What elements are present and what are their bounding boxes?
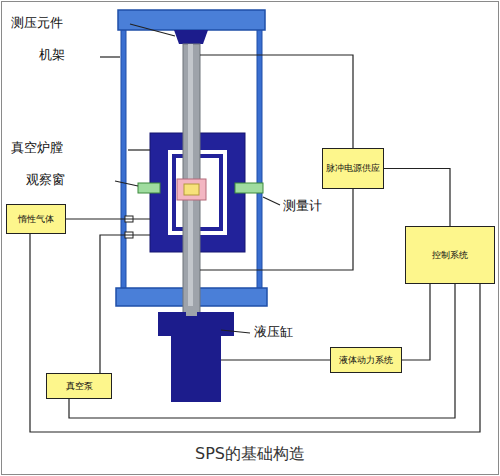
leader-line bbox=[130, 24, 175, 36]
component-box: 脉冲电源供应 bbox=[322, 148, 384, 189]
leader-line bbox=[100, 56, 120, 57]
observation-window bbox=[138, 183, 160, 193]
leader-line bbox=[263, 197, 280, 205]
component-box: 液体动力系统 bbox=[330, 347, 402, 373]
part-label: 真空炉膛 bbox=[10, 141, 64, 156]
sample bbox=[184, 184, 199, 195]
signal-line bbox=[384, 169, 450, 227]
leader-line bbox=[115, 181, 138, 186]
hydraulic-cylinder bbox=[171, 336, 221, 402]
pressure-element bbox=[174, 30, 208, 44]
part-label: 机架 bbox=[38, 48, 66, 63]
component-box: 真空泵 bbox=[46, 373, 112, 399]
signal-line bbox=[402, 284, 430, 360]
observation-window bbox=[235, 183, 263, 193]
box-label: 脉冲电源供应 bbox=[326, 163, 380, 174]
component-box: 控制系统 bbox=[405, 226, 495, 284]
power-wire bbox=[200, 189, 353, 270]
leader-line bbox=[128, 149, 150, 150]
box-label: 控制系统 bbox=[432, 250, 468, 261]
box-label: 惰性气体 bbox=[18, 214, 54, 225]
signal-line bbox=[69, 284, 455, 418]
gas-pipe bbox=[66, 218, 150, 219]
frame-column bbox=[121, 28, 126, 290]
power-wire bbox=[200, 55, 353, 148]
leader-line bbox=[221, 330, 250, 333]
hydraulic-line bbox=[221, 359, 330, 360]
frame-column bbox=[257, 28, 262, 290]
rod-end bbox=[186, 306, 197, 316]
component-box: 惰性气体 bbox=[6, 204, 66, 234]
vacuum-pipe bbox=[100, 235, 150, 373]
part-label: 测压元件 bbox=[10, 16, 64, 31]
part-label: 液压缸 bbox=[253, 325, 294, 340]
box-label: 真空泵 bbox=[66, 381, 93, 392]
part-label: 观察窗 bbox=[25, 173, 66, 188]
die bbox=[177, 179, 206, 200]
part-label: 测量计 bbox=[282, 199, 323, 214]
box-label: 液体动力系统 bbox=[339, 355, 393, 366]
caption: SPS的基础构造 bbox=[0, 444, 500, 465]
